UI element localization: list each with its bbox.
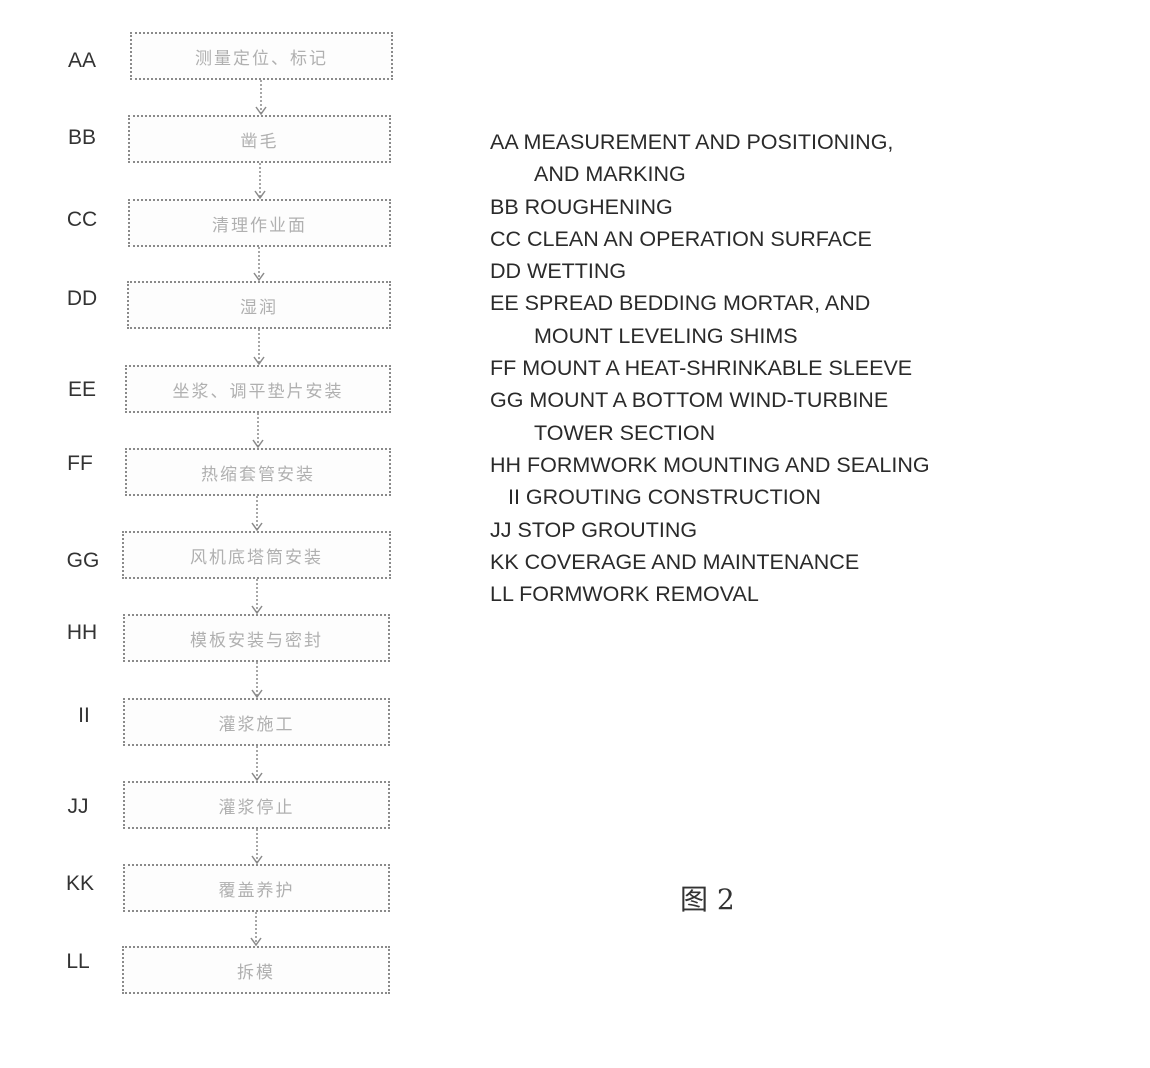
legend-line: KK COVERAGE AND MAINTENANCE: [490, 546, 930, 578]
legend-line: LL FORMWORK REMOVAL: [490, 578, 930, 610]
legend-line: MOUNT LEVELING SHIMS: [490, 320, 930, 352]
figure-caption: 图 2: [680, 878, 735, 918]
legend-line: CC CLEAN AN OPERATION SURFACE: [490, 223, 930, 255]
legend-line: JJ STOP GROUTING: [490, 514, 930, 546]
legend-line: HH FORMWORK MOUNTING AND SEALING: [490, 449, 930, 481]
legend-line: II GROUTING CONSTRUCTION: [490, 481, 930, 513]
legend-line: AA MEASUREMENT AND POSITIONING,: [490, 126, 930, 158]
legend-line: TOWER SECTION: [490, 417, 930, 449]
legend-line: FF MOUNT A HEAT-SHRINKABLE SLEEVE: [490, 352, 930, 384]
legend-line: GG MOUNT A BOTTOM WIND-TURBINE: [490, 384, 930, 416]
legend: AA MEASUREMENT AND POSITIONING,AND MARKI…: [490, 126, 930, 610]
legend-line: EE SPREAD BEDDING MORTAR, AND: [490, 287, 930, 319]
legend-line: DD WETTING: [490, 255, 930, 287]
legend-line: AND MARKING: [490, 158, 930, 190]
legend-line: BB ROUGHENING: [490, 191, 930, 223]
